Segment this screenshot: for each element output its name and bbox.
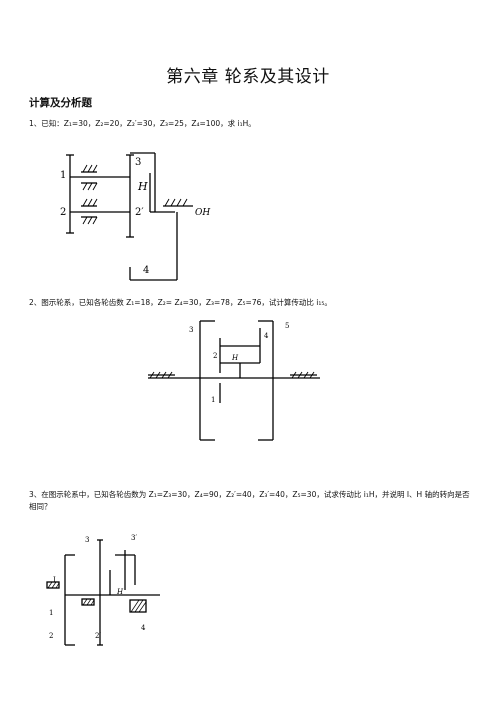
fig3-label-1: 1 bbox=[49, 609, 53, 617]
fig2-label-4: 4 bbox=[264, 332, 269, 340]
fig3-label-2p: 2′ bbox=[95, 632, 101, 640]
problem-2-text: 2、图示轮系，已知各轮齿数 Z₁=18，Z₂= Z₄=30，Z₃=78，Z₅=7… bbox=[29, 298, 332, 307]
fig3-label-3: 3 bbox=[85, 536, 89, 544]
page-title: 第六章 轮系及其设计 bbox=[166, 67, 330, 87]
fig1-label-h: H bbox=[137, 180, 148, 193]
figure-2-gear-train: 3 2 1 4 5 H bbox=[148, 320, 320, 441]
fig1-label-1: 1 bbox=[60, 170, 66, 181]
problem-3-text: 3、在图示轮系中，已知各轮齿数为 Z₁=Z₃=30，Z₄=90，Z₂′=40，Z… bbox=[29, 490, 470, 511]
fig1-label-4: 4 bbox=[143, 265, 149, 276]
problem-1-text: 1、已知：Z₁=30，Z₂=20，Z₂′=30，Z₃=25，Z₄=100，求 i… bbox=[29, 119, 256, 128]
fig2-label-1: 1 bbox=[211, 396, 215, 404]
fig2-label-h: H bbox=[231, 354, 239, 362]
fig1-label-3: 3 bbox=[135, 157, 141, 168]
fig3-label-h: H bbox=[116, 588, 124, 596]
fig2-label-5: 5 bbox=[285, 322, 289, 330]
figure-3-gear-train: I 1 2 3 3′ H 2′ 4 bbox=[46, 534, 160, 646]
fig2-label-2: 2 bbox=[213, 352, 217, 360]
figure-1-gear-train: 1 2 3 2′ H OH 4 bbox=[60, 152, 210, 281]
fig3-label-3p: 3′ bbox=[131, 534, 137, 542]
fig3-label-2: 2 bbox=[49, 632, 53, 640]
fig3-label-i: I bbox=[53, 576, 56, 584]
fig2-label-3: 3 bbox=[189, 326, 193, 334]
fig1-label-2: 2 bbox=[60, 207, 66, 218]
fig3-label-4: 4 bbox=[141, 624, 146, 632]
fig1-label-oh: OH bbox=[195, 208, 210, 218]
fig1-label-2p: 2′ bbox=[135, 207, 144, 218]
section-heading: 计算及分析题 bbox=[29, 97, 92, 109]
